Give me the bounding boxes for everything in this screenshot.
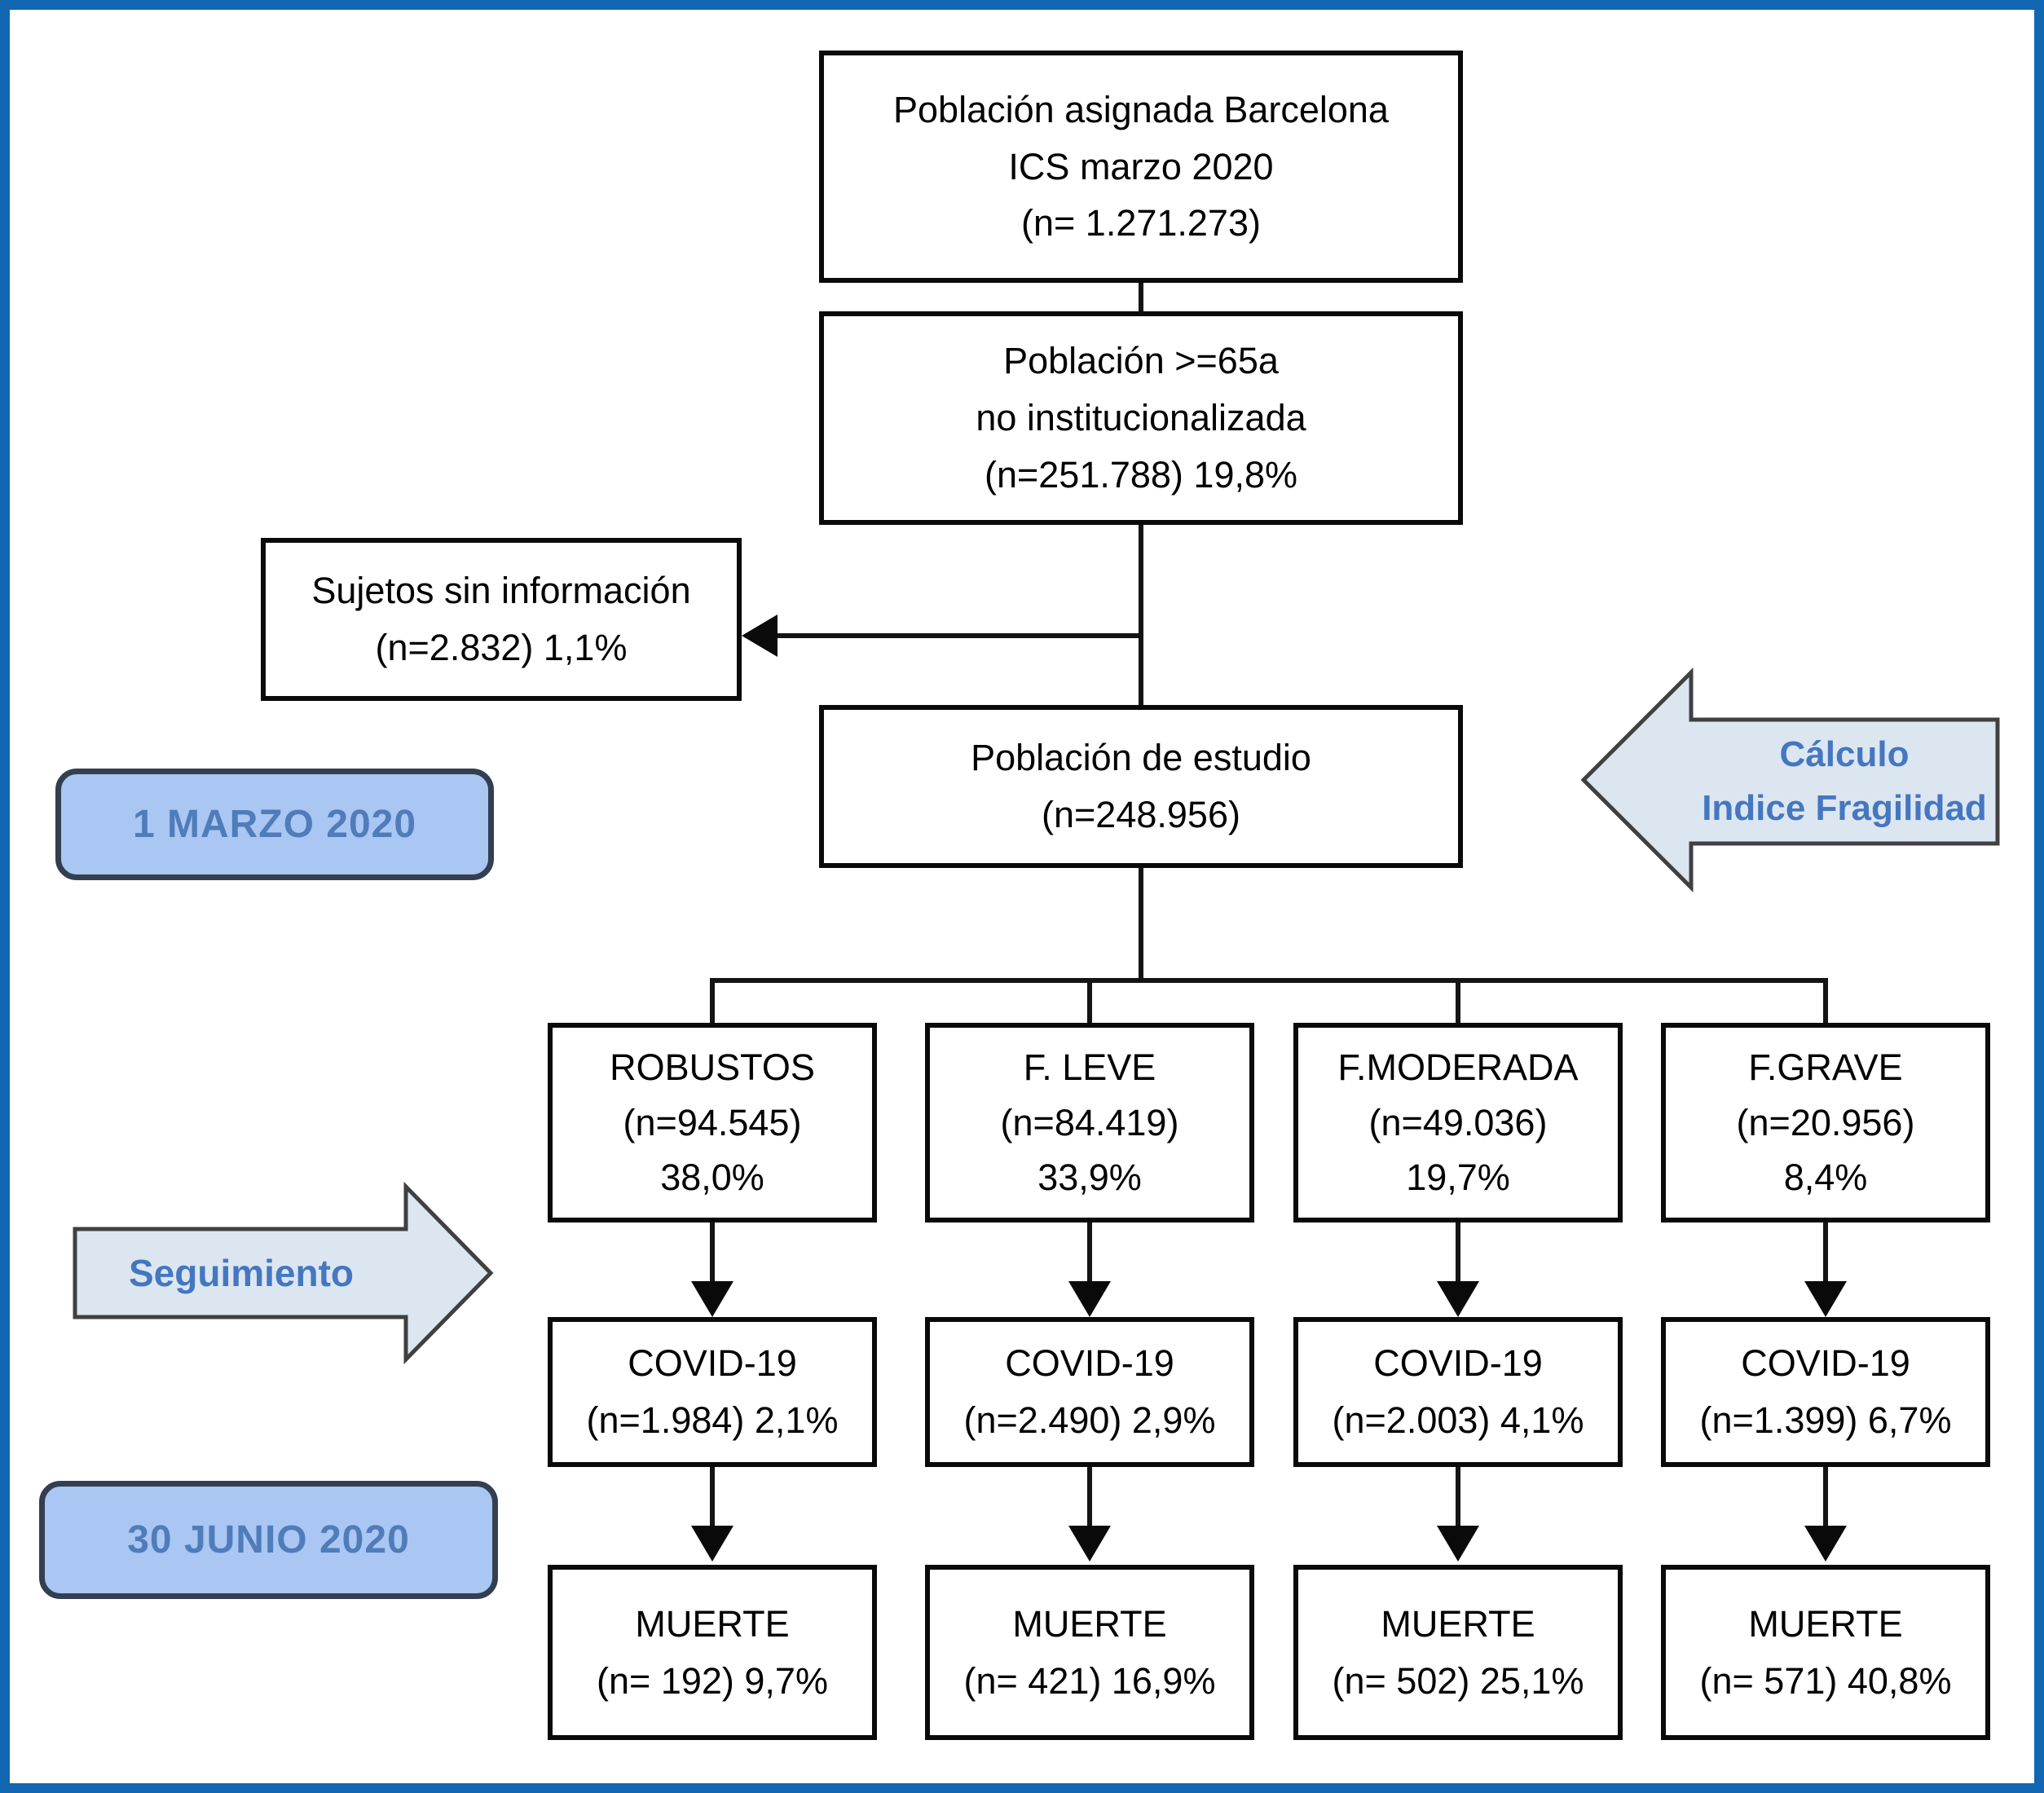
box-excluded-subjects: Sujetos sin información (n=2.832) 1,1% xyxy=(261,538,742,701)
down-arrowhead-icon xyxy=(691,1526,733,1562)
box-total-population: Población asignada Barcelona ICS marzo 2… xyxy=(819,51,1463,283)
connector-branch-line xyxy=(711,978,1828,983)
date-label-start: 1 MARZO 2020 xyxy=(55,769,494,880)
group-n: (n=94.545) xyxy=(623,1101,802,1143)
box-covid-fmoderada: COVID-19 (n=2.003) 4,1% xyxy=(1293,1317,1623,1467)
box-text-line: (n=248.956) xyxy=(1042,794,1240,835)
connector-stub-fgrave xyxy=(1823,978,1828,1025)
box-group-fgrave: F.GRAVE (n=20.956) 8,4% xyxy=(1661,1023,1990,1222)
connector-covid-muerte xyxy=(1087,1465,1092,1529)
box-death-fgrave: MUERTE (n= 571) 40,8% xyxy=(1661,1565,1990,1740)
arrow-text-line: Indice Fragilidad xyxy=(1702,788,1987,828)
followup-arrow: Seguimiento xyxy=(72,1182,496,1365)
connector-fleve-covid xyxy=(1087,1221,1092,1286)
box-group-robustos: ROBUSTOS (n=94.545) 38,0% xyxy=(548,1023,877,1222)
box-death-robustos: MUERTE (n= 192) 9,7% xyxy=(548,1565,877,1740)
box-group-fleve: F. LEVE (n=84.419) 33,9% xyxy=(925,1023,1254,1222)
death-value: (n= 502) 25,1% xyxy=(1332,1659,1584,1702)
right-block-arrow-icon xyxy=(73,1182,494,1365)
box-covid-fgrave: COVID-19 (n=1.399) 6,7% xyxy=(1661,1317,1990,1467)
group-name: ROBUSTOS xyxy=(610,1046,815,1089)
connector-fgrave-covid xyxy=(1823,1221,1828,1286)
down-arrowhead-icon xyxy=(1437,1526,1479,1562)
connector-study-to-branch xyxy=(1139,866,1143,983)
connector-covid-muerte xyxy=(710,1465,715,1529)
box-text-line: (n=2.832) 1,1% xyxy=(375,627,628,668)
followup-arrow-label: Seguimiento xyxy=(78,1227,404,1320)
down-arrowhead-icon xyxy=(1804,1526,1847,1562)
connector-fmoderada-covid xyxy=(1456,1221,1460,1286)
group-n: (n=49.036) xyxy=(1368,1101,1548,1143)
group-pct: 38,0% xyxy=(660,1156,764,1199)
box-text-line: no institucionalizada xyxy=(976,397,1306,439)
death-value: (n= 192) 9,7% xyxy=(597,1659,828,1702)
group-n: (n=84.419) xyxy=(1000,1101,1179,1143)
box-death-fmoderada: MUERTE (n= 502) 25,1% xyxy=(1293,1565,1623,1740)
covid-value: (n=2.490) 2,9% xyxy=(963,1399,1216,1441)
frailty-arrow-label: Cálculo Indice Fragilidad xyxy=(1691,717,1998,846)
connector-covid-muerte xyxy=(1823,1465,1828,1529)
left-block-arrow-icon xyxy=(1581,667,2000,893)
box-text-line: (n= 1.271.273) xyxy=(1021,202,1261,244)
covid-value: (n=1.399) 6,7% xyxy=(1699,1399,1952,1441)
group-name: F.MODERADA xyxy=(1337,1046,1579,1089)
death-value: (n= 571) 40,8% xyxy=(1699,1659,1952,1702)
covid-title: COVID-19 xyxy=(1741,1342,1910,1385)
connector-covid-muerte xyxy=(1456,1465,1460,1529)
group-pct: 19,7% xyxy=(1406,1156,1510,1199)
connector-stub-fmoderada xyxy=(1456,978,1460,1025)
covid-value: (n=2.003) 4,1% xyxy=(1332,1399,1584,1441)
box-text-line: Población >=65a xyxy=(1003,340,1279,382)
connector-to-excluded xyxy=(774,633,1141,638)
box-text-line: Población de estudio xyxy=(971,737,1311,779)
box-text-line: (n=251.788) 19,8% xyxy=(984,453,1298,496)
frailty-index-arrow: Cálculo Indice Fragilidad xyxy=(1581,656,2001,905)
connector-age-to-study xyxy=(1139,523,1143,707)
box-covid-fleve: COVID-19 (n=2.490) 2,9% xyxy=(925,1317,1254,1467)
date-label-text: 1 MARZO 2020 xyxy=(132,803,417,846)
arrow-text-line: Cálculo xyxy=(1779,734,1910,774)
covid-value: (n=1.984) 2,1% xyxy=(586,1399,839,1441)
connector-stub-robustos xyxy=(710,978,715,1025)
group-n: (n=20.956) xyxy=(1736,1101,1915,1143)
covid-title: COVID-19 xyxy=(628,1342,797,1385)
date-label-end: 30 JUNIO 2020 xyxy=(39,1481,498,1599)
down-arrowhead-icon xyxy=(691,1281,733,1317)
down-arrowhead-icon xyxy=(1068,1281,1111,1317)
death-title: MUERTE xyxy=(635,1602,790,1645)
connector-top-to-age xyxy=(1139,281,1143,314)
box-study-population: Población de estudio (n=248.956) xyxy=(819,705,1463,868)
box-text-line: Población asignada Barcelona xyxy=(893,88,1389,130)
left-arrowhead-icon xyxy=(742,615,778,657)
death-title: MUERTE xyxy=(1012,1602,1167,1645)
box-age65-population: Población >=65a no institucionalizada (n… xyxy=(819,311,1463,525)
box-group-fmoderada: F.MODERADA (n=49.036) 19,7% xyxy=(1293,1023,1623,1222)
connector-stub-fleve xyxy=(1087,978,1092,1025)
down-arrowhead-icon xyxy=(1437,1281,1479,1317)
box-text-line: ICS marzo 2020 xyxy=(1008,145,1274,187)
group-name: F.GRAVE xyxy=(1748,1046,1903,1089)
death-title: MUERTE xyxy=(1748,1602,1903,1645)
down-arrowhead-icon xyxy=(1068,1526,1111,1562)
covid-title: COVID-19 xyxy=(1373,1342,1543,1385)
down-arrowhead-icon xyxy=(1804,1281,1847,1317)
box-death-fleve: MUERTE (n= 421) 16,9% xyxy=(925,1565,1254,1740)
death-title: MUERTE xyxy=(1381,1602,1535,1645)
connector-robustos-covid xyxy=(710,1221,715,1286)
group-name: F. LEVE xyxy=(1023,1046,1156,1089)
death-value: (n= 421) 16,9% xyxy=(963,1659,1216,1702)
group-pct: 8,4% xyxy=(1783,1156,1868,1199)
box-text-line: Sujetos sin información xyxy=(311,570,691,612)
covid-title: COVID-19 xyxy=(1005,1342,1174,1385)
date-label-text: 30 JUNIO 2020 xyxy=(127,1518,410,1562)
arrow-text-line: Seguimiento xyxy=(128,1252,355,1294)
box-covid-robustos: COVID-19 (n=1.984) 2,1% xyxy=(548,1317,877,1467)
group-pct: 33,9% xyxy=(1037,1156,1142,1199)
